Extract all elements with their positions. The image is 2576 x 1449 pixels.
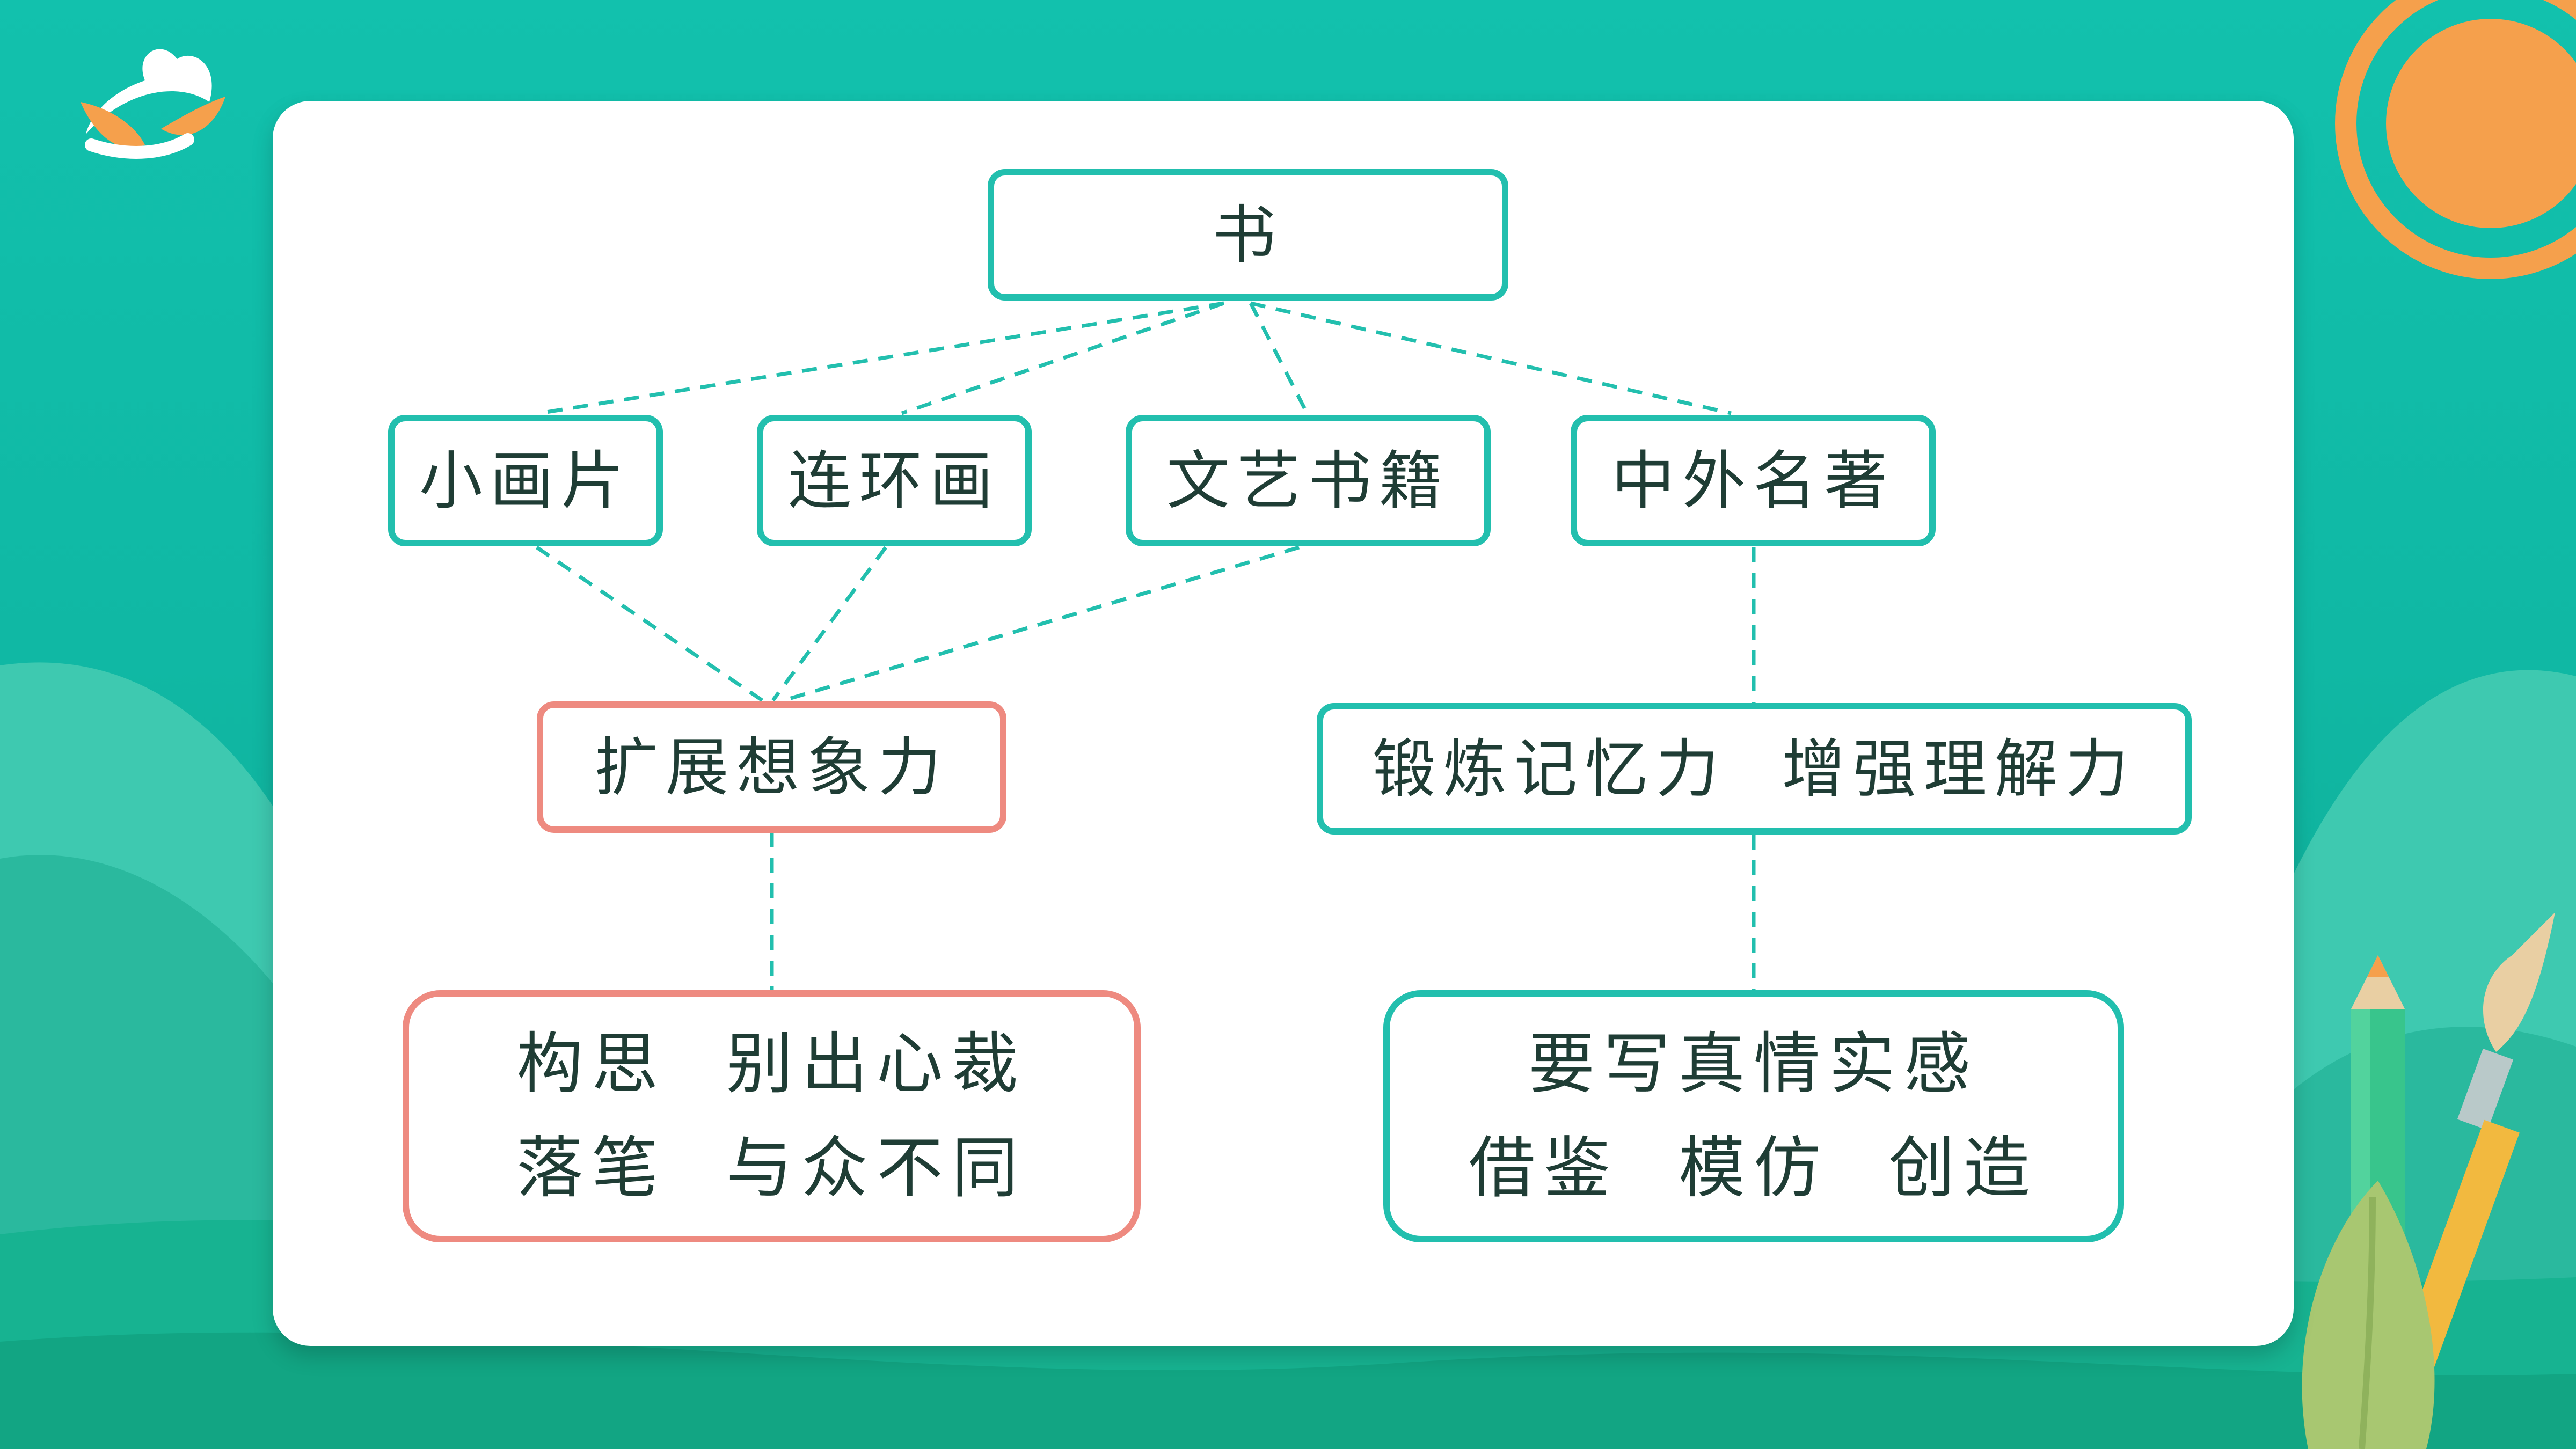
category-label: 文艺书籍 xyxy=(1166,443,1450,518)
leaf-icon xyxy=(2302,1181,2435,1449)
category-node-2: 连环画 xyxy=(757,415,1032,546)
outcome-node-1: 构思 别出心裁 落笔 与众不同 xyxy=(403,990,1141,1242)
category-label: 中外名著 xyxy=(1611,443,1895,518)
benefit-label: 锻炼记忆力 增强理解力 xyxy=(1372,731,2136,806)
outcome-line: 构思 别出心裁 xyxy=(516,1026,1027,1103)
outcome-line: 落笔 与众不同 xyxy=(516,1130,1027,1207)
outcome-line: 借鉴 模仿 创造 xyxy=(1469,1130,2039,1207)
benefit-node-1: 扩展想象力 xyxy=(537,701,1006,833)
outcome-line: 要写真情实感 xyxy=(1528,1026,1979,1103)
bird-logo-icon xyxy=(81,49,225,159)
benefit-node-2: 锻炼记忆力 增强理解力 xyxy=(1317,703,2192,835)
category-label: 小画片 xyxy=(419,443,632,518)
category-node-3: 文艺书籍 xyxy=(1126,415,1491,546)
benefit-label: 扩展想象力 xyxy=(594,730,949,804)
category-label: 连环画 xyxy=(787,443,1001,518)
root-node: 书 xyxy=(988,169,1508,301)
outcome-node-2: 要写真情实感 借鉴 模仿 创造 xyxy=(1383,990,2124,1242)
category-node-4: 中外名著 xyxy=(1571,415,1936,546)
category-node-1: 小画片 xyxy=(388,415,663,546)
root-label: 书 xyxy=(1212,197,1283,272)
sun-icon xyxy=(2335,0,2576,279)
